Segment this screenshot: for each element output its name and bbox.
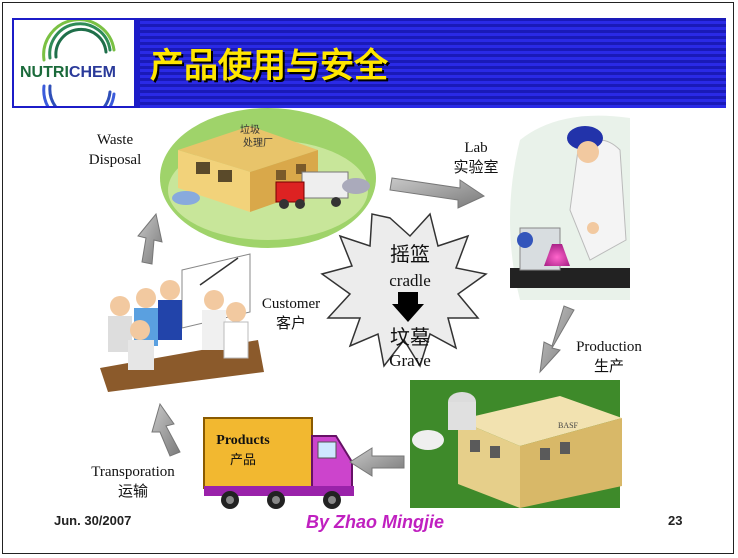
logo-wordmark-part1: NUTRI <box>20 64 69 81</box>
footer-date: Jun. 30/2007 <box>54 513 132 528</box>
production-building-sign: BASF <box>558 421 579 430</box>
footer-page-number: 23 <box>668 513 683 528</box>
truck-illustration: Products 产品 <box>203 417 354 509</box>
logo-wordmark: NUTRICHEM <box>20 64 116 82</box>
center-starburst: 摇篮 cradle 坟墓 Grave <box>320 212 488 370</box>
footer-author: By Zhao Mingjie <box>306 512 445 532</box>
arrow-production-to-transport <box>349 447 405 477</box>
production-label-en: Production <box>576 339 642 355</box>
arrow-transport-to-customer <box>151 402 181 457</box>
transport-label: Transporation 运输 <box>78 462 188 502</box>
header-stripes <box>140 18 726 108</box>
waste-sign-line2: 处理厂 <box>243 137 273 149</box>
center-down-arrow-icon <box>392 292 424 322</box>
lab-illustration <box>510 115 630 300</box>
cycle-arrows <box>137 177 575 477</box>
arrow-customer-to-waste <box>137 212 163 265</box>
transport-label-en: Transporation <box>91 464 175 480</box>
customer-label-en: Customer <box>261 296 321 312</box>
center-zh-bottom: 坟墓 <box>390 326 430 349</box>
logo-wordmark-part2: CHEM <box>68 64 116 81</box>
truck-label-zh: 产品 <box>230 452 256 467</box>
logo-arc-icon <box>42 20 116 106</box>
center-en-top: cradle <box>389 271 431 290</box>
company-logo: NUTRICHEM <box>14 20 134 106</box>
customer-illustration <box>100 253 264 392</box>
waste-label-line1: Waste <box>96 132 134 148</box>
transport-label-zh: 运输 <box>117 484 148 500</box>
lab-label-en: Lab <box>464 140 488 156</box>
customer-label: Customer 客户 <box>252 294 330 334</box>
production-label: Production 生产 <box>566 337 652 377</box>
production-illustration: BASF <box>410 380 622 508</box>
production-label-zh: 生产 <box>593 359 624 375</box>
arrow-waste-to-lab <box>389 177 486 209</box>
lab-label-zh: 实验室 <box>453 160 499 176</box>
waste-label-line2: Disposal <box>88 152 142 168</box>
truck-label-en: Products <box>216 433 270 448</box>
center-en-bottom: Grave <box>389 351 431 370</box>
center-zh-top: 摇篮 <box>390 243 430 266</box>
waste-sign-line1: 垃圾 <box>240 123 260 136</box>
arrow-lab-to-production <box>539 305 575 374</box>
slide-title: 产品使用与安全 <box>150 46 388 86</box>
customer-label-zh: 客户 <box>275 316 306 332</box>
waste-label: Waste Disposal <box>78 130 152 170</box>
lab-label: Lab 实验室 <box>446 138 506 178</box>
waste-disposal-illustration: 垃圾 处理厂 <box>160 108 376 248</box>
